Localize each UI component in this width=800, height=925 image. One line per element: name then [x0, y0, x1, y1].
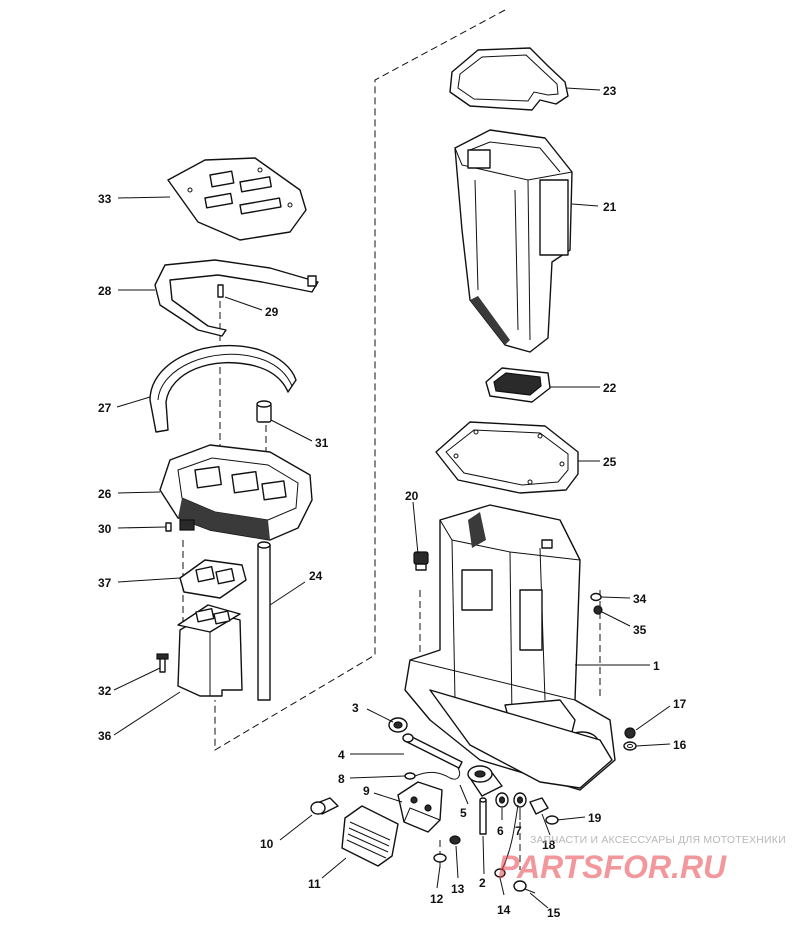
callout-18: 18 [542, 838, 556, 852]
callout-35: 35 [633, 623, 647, 637]
callout-numbers: 23 21 22 25 1 34 35 17 16 19 20 33 28 29… [98, 84, 687, 920]
callout-25: 25 [603, 455, 617, 469]
callout-6: 6 [497, 824, 504, 838]
callout-29: 29 [265, 305, 279, 319]
part-24-water-tube [257, 541, 271, 701]
part-1-driveshaft-housing [404, 504, 616, 791]
watermark-tagline: ЗАПЧАСТИ И АКСЕССУАРЫ ДЛЯ МОТОТЕХНИКИ [530, 834, 786, 846]
part-21-upper-housing [454, 129, 573, 353]
callout-24: 24 [309, 569, 323, 583]
callout-15: 15 [547, 906, 561, 920]
callout-21: 21 [603, 200, 617, 214]
part-14-ground-strap [494, 804, 519, 878]
part-34-washer [590, 592, 602, 602]
part-2-stud [479, 797, 487, 835]
callout-37: 37 [98, 576, 112, 590]
callout-34: 34 [633, 592, 647, 606]
callout-2: 2 [479, 876, 486, 890]
callout-26: 26 [98, 487, 112, 501]
part-8-wire [404, 767, 461, 780]
callout-36: 36 [98, 729, 112, 743]
callout-27: 27 [98, 401, 112, 415]
callout-28: 28 [98, 284, 112, 298]
part-20-plug [413, 551, 429, 571]
part-15-screw [513, 880, 536, 894]
callout-31: 31 [315, 436, 329, 450]
part-29-pin [217, 284, 224, 298]
callout-8: 8 [338, 772, 345, 786]
part-12-screw [433, 853, 447, 868]
callout-22: 22 [603, 381, 617, 395]
callout-5: 5 [460, 806, 467, 820]
part-5-bushing [467, 765, 503, 797]
part-17-nut [624, 727, 636, 739]
callout-7: 7 [515, 824, 522, 838]
part-37-gasket [179, 559, 247, 599]
callout-10: 10 [260, 837, 274, 851]
callout-33: 33 [98, 192, 112, 206]
watermark-logo: PARTSFOR.RU [498, 849, 727, 885]
part-4-stud [402, 733, 463, 769]
part-11-plate [341, 805, 399, 867]
callout-11: 11 [308, 877, 321, 891]
callout-32: 32 [98, 684, 112, 698]
part-19-washer [545, 815, 559, 825]
part-31-bushing [256, 400, 272, 423]
callout-9: 9 [363, 784, 370, 798]
part-16-washer [623, 741, 637, 751]
part-33-adapter-plate [167, 157, 307, 241]
part-30-plug [165, 522, 172, 532]
part-6-washer [495, 792, 509, 808]
watermark: ЗАПЧАСТИ И АКСЕССУАРЫ ДЛЯ МОТОТЕХНИКИ PA… [498, 834, 786, 885]
part-3-nut [388, 717, 408, 733]
part-27-seal-strip [149, 344, 297, 433]
callout-12: 12 [430, 892, 444, 906]
part-13-nut [449, 835, 461, 845]
callout-4: 4 [338, 748, 345, 762]
part-9-bracket [397, 781, 443, 833]
part-36-exhaust-tube [177, 604, 243, 697]
callout-17: 17 [673, 697, 687, 711]
part-22-seal [485, 367, 551, 403]
callout-16: 16 [673, 738, 687, 752]
callout-3: 3 [352, 701, 359, 715]
callout-23: 23 [603, 84, 617, 98]
callout-13: 13 [451, 882, 465, 896]
part-23-gasket [449, 47, 569, 111]
part-7-nut [513, 792, 527, 808]
callout-30: 30 [98, 522, 112, 536]
part-35-nut [593, 605, 603, 615]
part-18-nut [529, 797, 549, 815]
part-25-gasket [435, 421, 579, 494]
callout-14: 14 [497, 903, 511, 917]
part-28-gasket [154, 259, 319, 337]
callout-20: 20 [405, 489, 419, 503]
callout-19: 19 [588, 811, 602, 825]
callout-leaders [113, 87, 671, 909]
part-32-screw [156, 653, 169, 673]
part-26-exhaust-plate [159, 444, 313, 541]
part-10-bolt [310, 797, 339, 815]
callout-1: 1 [653, 659, 660, 673]
